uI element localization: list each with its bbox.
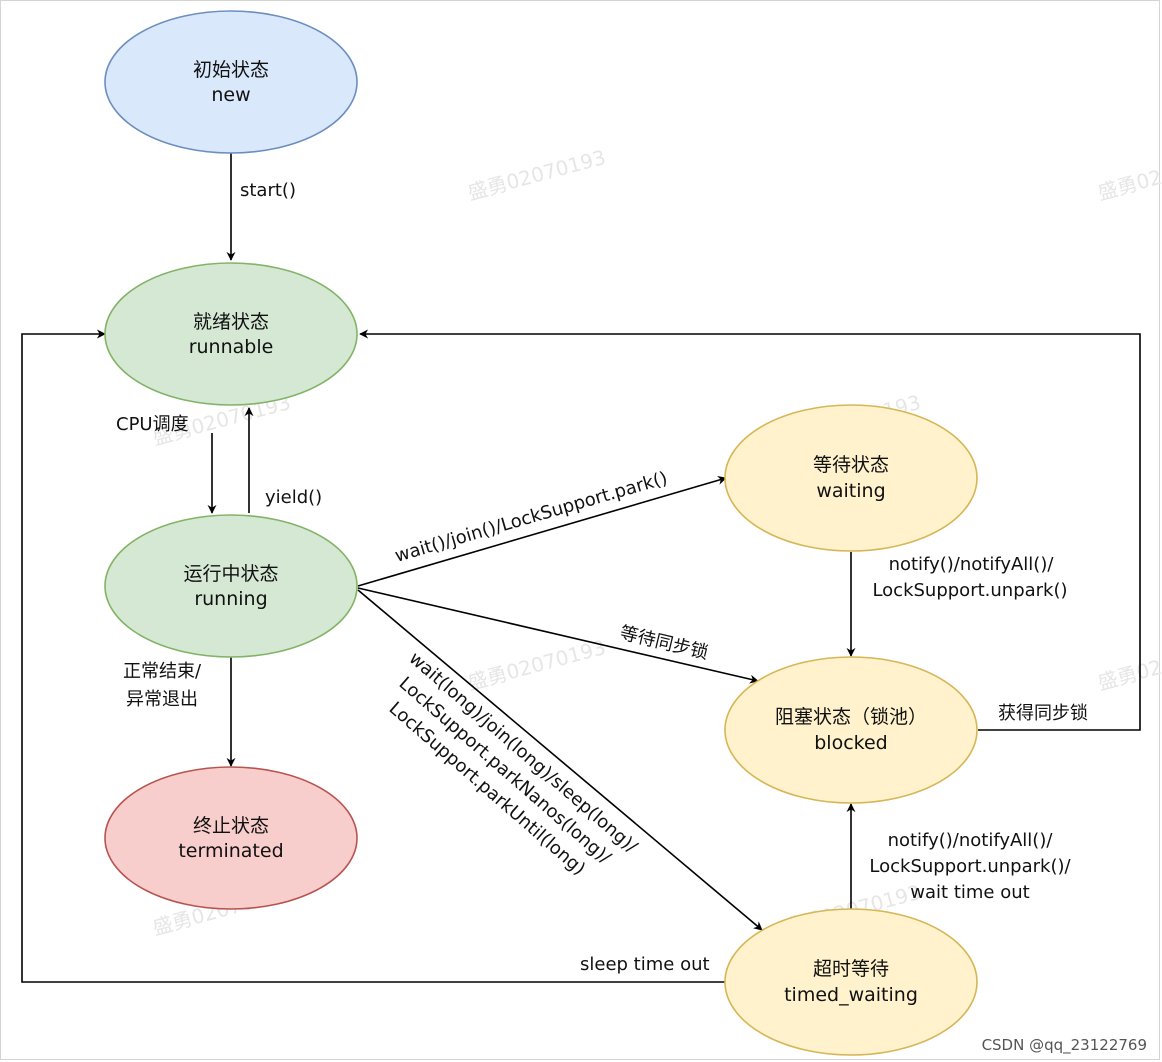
- edge-blocked-to-runnable: [359, 329, 1141, 731]
- label-yield: yield(): [265, 487, 322, 508]
- label-to-blocked: 等待同步锁: [618, 622, 710, 663]
- state-label-en: terminated: [178, 840, 283, 862]
- watermark: 盛勇02070193: [1095, 635, 1162, 695]
- state-ellipse: [104, 262, 358, 406]
- label-notify-2: LockSupport.unpark(): [872, 580, 1067, 601]
- state-label-en: runnable: [189, 336, 274, 358]
- state-label-en: running: [194, 588, 267, 610]
- node-waiting: 等待状态 waiting: [724, 404, 978, 552]
- state-label-en: new: [211, 84, 250, 106]
- label-timed-2: LockSupport.parkNanos(long)/: [395, 673, 616, 869]
- state-ellipse: [104, 514, 358, 658]
- state-ellipse: [724, 656, 978, 804]
- state-label-zh: 阻塞状态（锁池）: [775, 706, 927, 728]
- watermark: 盛勇02070193: [1095, 145, 1162, 205]
- state-label-zh: 等待状态: [813, 454, 889, 476]
- state-ellipse: [724, 908, 978, 1056]
- node-running: 运行中状态 running: [104, 514, 358, 658]
- label-cpu: CPU调度: [116, 414, 189, 435]
- edge-to-blocked: [357, 587, 759, 684]
- credit-text: CSDN @qq_23122769: [982, 1036, 1147, 1055]
- label-to-waiting: wait()/join()/LockSupport.park(): [393, 468, 670, 567]
- node-terminated: 终止状态 terminated: [104, 766, 358, 910]
- node-timed-waiting: 超时等待 timed_waiting: [724, 908, 978, 1056]
- label-acquire-lock: 获得同步锁: [998, 703, 1088, 724]
- node-runnable: 就绪状态 runnable: [104, 262, 358, 406]
- state-label-en: timed_waiting: [784, 984, 918, 1006]
- label-notify-1: notify()/notifyAll()/: [889, 554, 1055, 575]
- state-ellipse: [724, 404, 978, 552]
- edge-to-waiting: [357, 475, 727, 587]
- watermark: 盛勇02070193: [465, 145, 608, 205]
- label-timed-notify-1: notify()/notifyAll()/: [888, 830, 1054, 851]
- watermark: 盛勇02070193: [465, 635, 608, 695]
- label-end-2: 异常退出: [126, 689, 198, 710]
- node-new: 初始状态 new: [104, 10, 358, 154]
- edge-timed-to-runnable: [21, 329, 725, 983]
- label-timed-notify-2: LockSupport.unpark()/: [869, 856, 1071, 877]
- node-blocked: 阻塞状态（锁池） blocked: [724, 656, 978, 804]
- label-end-1: 正常结束/: [123, 661, 202, 682]
- state-ellipse: [104, 766, 358, 910]
- label-sleep-timeout: sleep time out: [580, 954, 710, 975]
- edges: [21, 153, 1141, 983]
- state-label-zh: 初始状态: [193, 59, 269, 81]
- state-label-zh: 超时等待: [813, 958, 889, 980]
- state-label-zh: 运行中状态: [183, 563, 278, 585]
- state-label-en: blocked: [814, 732, 888, 754]
- state-label-zh: 就绪状态: [193, 311, 269, 333]
- edge-to-timed-waiting: [357, 589, 763, 931]
- state-ellipse: [104, 10, 358, 154]
- state-label-zh: 终止状态: [193, 815, 269, 837]
- label-timed-notify-3: wait time out: [910, 882, 1029, 903]
- label-start: start(): [240, 180, 296, 201]
- state-label-en: waiting: [816, 480, 885, 502]
